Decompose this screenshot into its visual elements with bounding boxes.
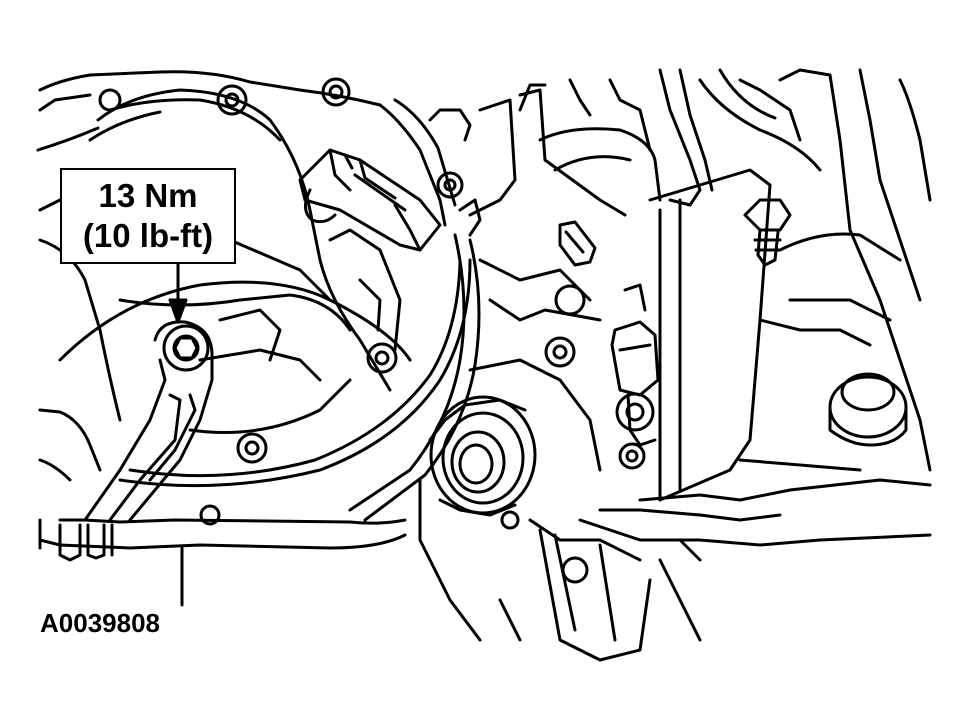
connector-icon (298, 148, 442, 252)
bracket-icon (38, 320, 407, 562)
housing-outline (36, 70, 382, 482)
sensor-icon (558, 220, 660, 447)
figure-id-label: A0039808 (40, 608, 160, 638)
right-panel (578, 168, 932, 547)
torque-callout: 13 Nm (10 lb-ft) (60, 168, 236, 264)
crank-shroud (58, 258, 472, 488)
frame-rail (568, 68, 932, 472)
bolt-icon (98, 77, 646, 584)
torque-imperial-label: (10 lb-ft) (82, 217, 214, 254)
plug-icon (828, 372, 908, 447)
bolt-icon (743, 198, 792, 267)
torque-metric-label: 13 Nm (98, 177, 198, 214)
bolt-icon (162, 324, 210, 372)
block-ribs (328, 228, 642, 642)
callout-leader (168, 262, 188, 324)
seal-icon (428, 395, 537, 530)
lower-pan (538, 528, 702, 662)
